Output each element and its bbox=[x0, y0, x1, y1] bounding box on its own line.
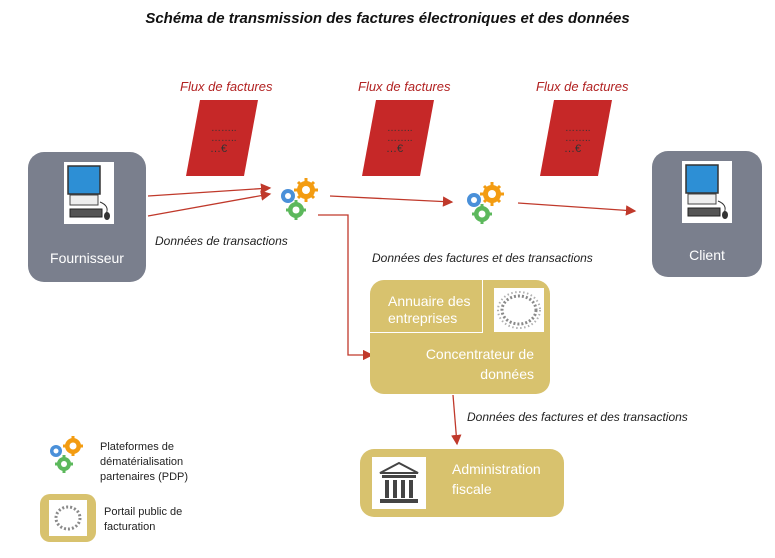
flux-label-2: Flux de factures bbox=[358, 79, 451, 94]
fournisseur-box: Fournisseur bbox=[28, 152, 146, 282]
legend-ppf-swatch bbox=[40, 494, 96, 542]
caption-donnees-factures-1: Données des factures et des transactions bbox=[372, 251, 593, 265]
client-label: Client bbox=[689, 247, 725, 263]
client-box: Client bbox=[652, 151, 762, 277]
arrow-concentrateur-administration bbox=[451, 394, 462, 446]
crowd-icon bbox=[494, 288, 544, 332]
legend-pdp-label: Plateformes de dématérialisation partena… bbox=[100, 441, 189, 483]
computer-icon bbox=[64, 162, 114, 224]
bank-building-icon bbox=[372, 457, 426, 509]
annuaire-label: Annuaire des entreprises bbox=[388, 293, 471, 326]
invoice-document-1: …….. …….. …€ bbox=[186, 100, 258, 176]
caption-donnees-transactions: Données de transactions bbox=[155, 234, 288, 248]
flux-label-1: Flux de factures bbox=[180, 79, 273, 94]
invoice-document-3: …….. …….. …€ bbox=[540, 100, 612, 176]
gears-icon bbox=[467, 182, 504, 224]
administration-box: Administration fiscale bbox=[360, 449, 564, 517]
arrow-pdp-concentrateur bbox=[318, 214, 374, 361]
crowd-icon bbox=[49, 500, 87, 536]
concentrateur-box: Annuaire des entreprises Concentrateur d… bbox=[370, 280, 550, 394]
computer-icon bbox=[682, 161, 732, 223]
arrow-pdp-pdp bbox=[329, 195, 454, 207]
diagram-title: Schéma de transmission des factures élec… bbox=[145, 10, 630, 27]
gears-icon bbox=[281, 178, 318, 220]
caption-donnees-factures-2: Données des factures et des transactions bbox=[467, 410, 688, 424]
arrow-fournisseur-pdp-2 bbox=[147, 190, 272, 217]
invoice-document-2: …….. …….. …€ bbox=[362, 100, 434, 176]
flux-label-3: Flux de factures bbox=[536, 79, 629, 94]
administration-label: Administration fiscale bbox=[452, 461, 541, 497]
arrow-fournisseur-pdp-1 bbox=[147, 183, 272, 197]
arrow-pdp-client bbox=[517, 202, 637, 216]
fournisseur-label: Fournisseur bbox=[50, 250, 124, 266]
legend-ppf-label: Portail public de facturation bbox=[104, 506, 183, 533]
legend-gears-icon bbox=[50, 436, 83, 473]
concentrateur-label: Concentrateur de données bbox=[425, 346, 534, 382]
annuaire-box: Annuaire des entreprises bbox=[370, 280, 483, 333]
